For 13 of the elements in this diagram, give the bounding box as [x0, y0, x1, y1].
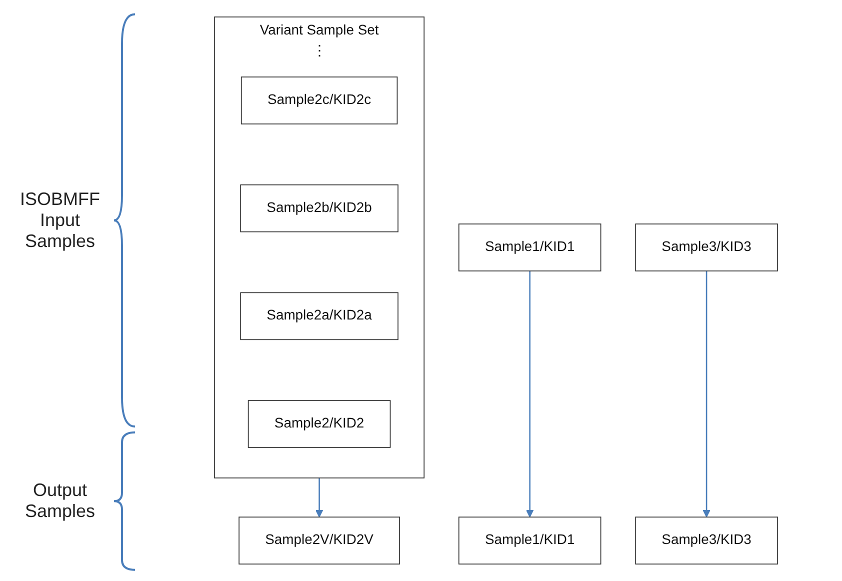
node-box: Sample2/KID2	[248, 400, 391, 448]
node-box: Sample3/KID3	[635, 516, 778, 564]
arrow	[526, 270, 534, 518]
bracket-label: ISOBMFF Input Samples	[19, 188, 101, 252]
node-box: Sample2c/KID2c	[240, 76, 398, 124]
bracket-label: Output Samples	[24, 480, 96, 522]
node-box: Sample3/KID3	[635, 224, 778, 272]
arrow	[315, 270, 710, 518]
node-box: Sample2V/KID2V	[238, 516, 400, 564]
node-box: Sample2b/KID2b	[240, 184, 398, 232]
node-box: Sample1/KID1	[458, 224, 602, 272]
node-box: Sample1/KID1	[458, 516, 602, 564]
node-box: Sample2a/KID2a	[240, 292, 398, 340]
